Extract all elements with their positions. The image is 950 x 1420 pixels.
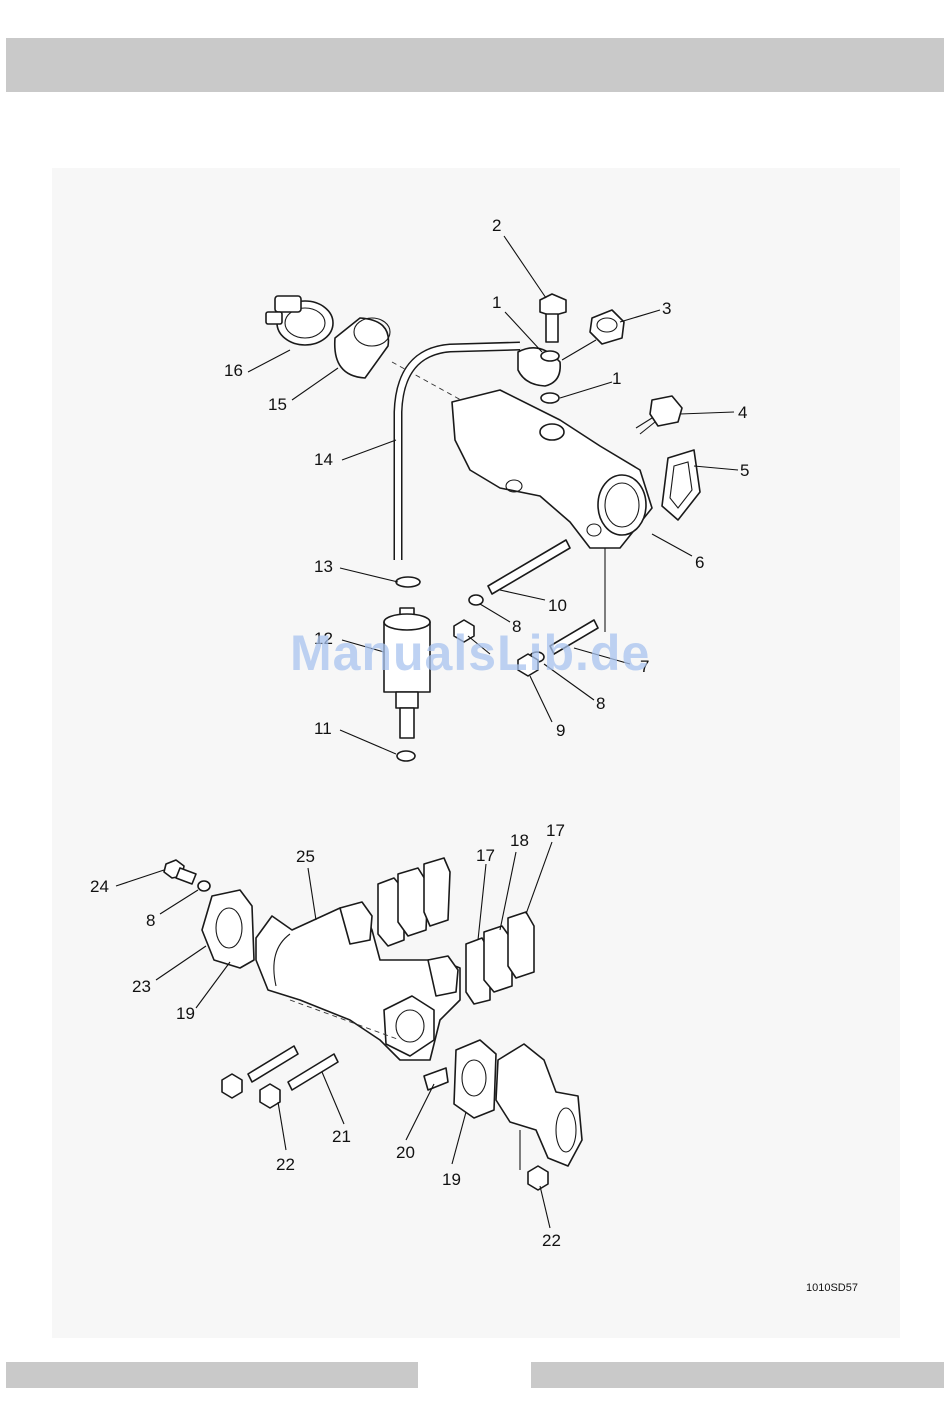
gasket-23	[202, 890, 254, 968]
footer-bar-left	[6, 1362, 418, 1388]
callout-10: 10	[548, 596, 567, 615]
callout-8-manifold: 8	[146, 911, 155, 930]
stud-10	[488, 540, 570, 594]
callout-17-left: 17	[476, 846, 495, 865]
callout-25: 25	[296, 847, 315, 866]
callout-19-right: 19	[442, 1170, 461, 1189]
callout-11: 11	[314, 719, 332, 738]
banjo-bolt-2	[540, 294, 566, 342]
temperature-sender-4	[636, 396, 682, 434]
callout-3: 3	[662, 299, 671, 318]
stud-20	[424, 1068, 448, 1090]
callout-18: 18	[510, 831, 529, 850]
callout-1-upper: 1	[492, 293, 501, 312]
washer-1-upper	[541, 351, 559, 361]
footer-bar-right	[531, 1362, 944, 1388]
exhaust-elbow	[496, 1044, 582, 1166]
callout-17-right: 17	[546, 821, 565, 840]
callout-13: 13	[314, 557, 333, 576]
sleeve-15	[335, 318, 390, 378]
callout-23: 23	[132, 977, 151, 996]
callout-8-lower: 8	[596, 694, 605, 713]
figure-code: 1010SD57	[806, 1282, 858, 1294]
callout-20: 20	[396, 1143, 415, 1162]
callout-24: 24	[90, 877, 109, 896]
gasket-18-upper	[378, 858, 450, 946]
callout-4: 4	[738, 403, 747, 422]
callout-1-lower: 1	[612, 369, 621, 388]
callout-6: 6	[695, 553, 704, 572]
callout-14: 14	[314, 450, 333, 469]
nut-22-left-b	[260, 1084, 280, 1108]
gasket-19-right	[454, 1040, 496, 1118]
callout-19-left: 19	[176, 1004, 195, 1023]
callout-15: 15	[268, 395, 287, 414]
bolt-24	[164, 860, 196, 884]
thermostat-housing-6	[452, 390, 652, 548]
callout-22-right: 22	[542, 1231, 561, 1250]
callout-22-left: 22	[276, 1155, 295, 1174]
callout-16: 16	[224, 361, 243, 380]
plug-3	[590, 310, 624, 344]
gasket-5	[662, 450, 700, 520]
nut-22-left-a	[222, 1074, 242, 1098]
callout-5: 5	[740, 461, 749, 480]
callout-21: 21	[332, 1127, 351, 1146]
washer-8-manifold	[198, 881, 210, 891]
watermark: ManualsLib.de	[290, 624, 670, 682]
callout-2: 2	[492, 216, 501, 235]
washer-8-upper	[469, 595, 483, 605]
callout-9: 9	[556, 721, 565, 740]
washer-11	[397, 751, 415, 761]
studs-21	[248, 1046, 338, 1090]
washer-1-lower	[541, 393, 559, 403]
gasket-17-18-lower	[466, 912, 534, 1004]
clamp-13	[396, 577, 420, 587]
nut-22-right	[528, 1166, 548, 1190]
hose-clamp-16	[266, 296, 333, 345]
